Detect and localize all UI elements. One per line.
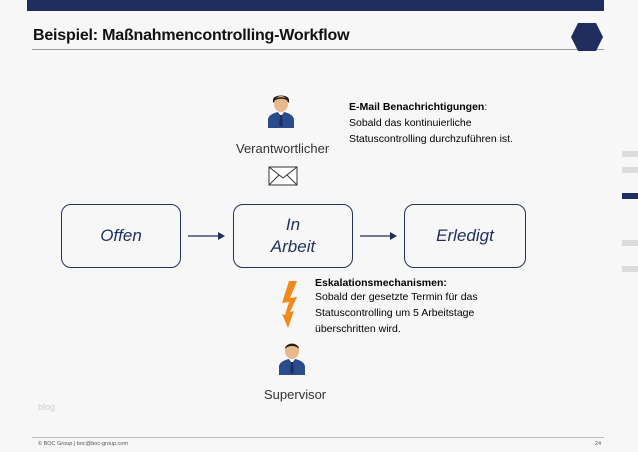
top-bar: [27, 0, 604, 11]
email-note: E-Mail Benachrichtigungen: Sobald das ko…: [349, 97, 549, 147]
title-divider: [32, 49, 604, 50]
side-tab-2[interactable]: [622, 167, 638, 173]
side-tab-1[interactable]: [622, 151, 638, 157]
slide-title: Beispiel: Maßnahmencontrolling-Workflow: [33, 27, 350, 44]
hexagon-logo-icon: [571, 23, 603, 51]
email-note-title: E-Mail Benachrichtigungen: [349, 101, 485, 113]
person-icon: [268, 95, 294, 128]
lightning-icon: [282, 281, 297, 328]
page-number: 24: [595, 441, 602, 447]
email-note-body: Sobald das kontinuierliche Statuscontrol…: [349, 117, 514, 145]
state-done-label: Erledigt: [436, 226, 494, 245]
state-in-progress[interactable]: In Arbeit: [233, 204, 353, 268]
side-tab-5[interactable]: [622, 266, 638, 272]
footer-divider: [32, 437, 604, 438]
arrow-open-to-in-progress: [188, 232, 225, 240]
state-open[interactable]: Offen: [61, 204, 181, 268]
escalation-note: Eskalationsmechanismen: Sobald der geset…: [315, 277, 490, 337]
role-label-supervisor: Supervisor: [264, 387, 327, 402]
footer-text: © BOC Group | boc@boc-group.com: [38, 441, 128, 447]
side-tab-4[interactable]: [622, 240, 638, 246]
watermark-text: blog: [38, 402, 56, 412]
role-label-responsible: Verantwortlicher: [236, 141, 330, 156]
state-in-progress-label: In Arbeit: [270, 215, 316, 256]
envelope-icon: [268, 166, 298, 186]
escalation-note-body: Sobald der gesetzte Termin für das Statu…: [315, 291, 478, 335]
escalation-note-title: Eskalationsmechanismen:: [315, 277, 447, 289]
side-tab-3-active[interactable]: [622, 193, 638, 199]
state-done[interactable]: Erledigt: [404, 204, 526, 268]
state-open-label: Offen: [100, 226, 142, 245]
arrow-in-progress-to-done: [360, 232, 397, 240]
email-note-title-suffix: :: [484, 101, 488, 113]
person-icon: [279, 343, 305, 375]
